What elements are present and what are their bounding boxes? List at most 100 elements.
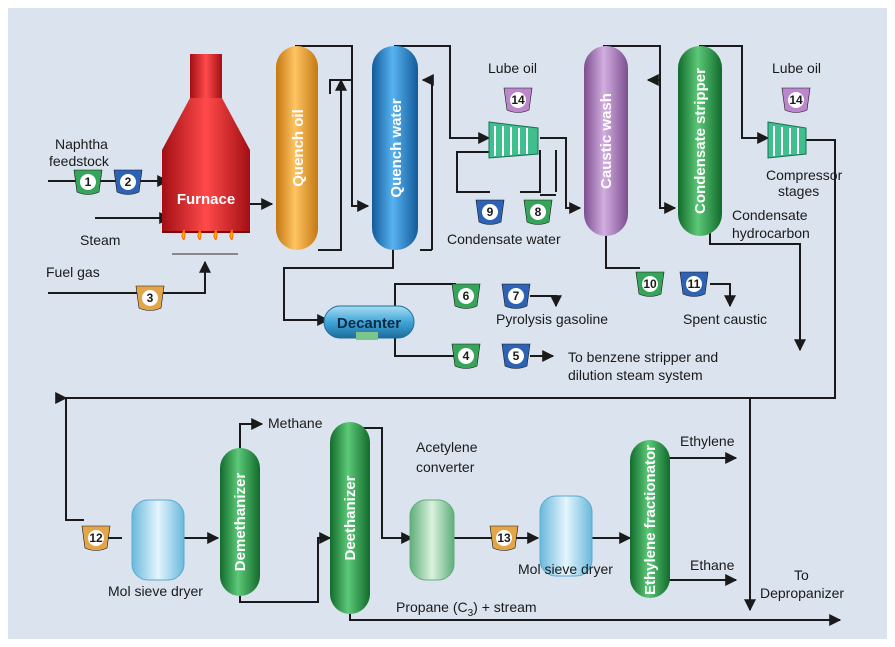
pump-number-badge bbox=[88, 530, 104, 546]
mol-sieve-dryer-2 bbox=[539, 495, 593, 577]
pump-number: 1 bbox=[85, 175, 92, 189]
pump-number: 7 bbox=[513, 289, 520, 303]
pyrolysis-gasoline-label: Pyrolysis gasoline bbox=[496, 311, 608, 327]
condensate-hydrocarbon-label-1: Condensate bbox=[732, 207, 808, 223]
pump-14: 14 bbox=[503, 87, 533, 113]
condensate-stripper-label: Condensate stripper bbox=[692, 68, 709, 214]
pump-7: 7 bbox=[501, 283, 531, 309]
deethanizer-column: Deethanizer bbox=[330, 422, 370, 614]
compressor-1 bbox=[488, 121, 539, 159]
quench-water-column: Quench water bbox=[372, 46, 418, 250]
decanter: Decanter bbox=[323, 305, 415, 340]
pump-number-badge bbox=[510, 92, 526, 108]
flow-lines bbox=[48, 45, 842, 626]
feedstock-label: feedstock bbox=[49, 153, 110, 169]
pump-number-badge bbox=[508, 288, 524, 304]
fuel-gas-label: Fuel gas bbox=[46, 264, 100, 280]
propane-tail: ) + stream bbox=[473, 599, 536, 615]
pump-15: 14 bbox=[781, 87, 811, 113]
quench-oil-label: Quench oil bbox=[290, 109, 307, 187]
decanter-label: Decanter bbox=[337, 315, 401, 332]
ethane-label: Ethane bbox=[690, 557, 735, 573]
propane-subscript: 3 bbox=[468, 608, 474, 619]
pump-6: 6 bbox=[451, 283, 481, 309]
depropanizer-label: Depropanizer bbox=[760, 585, 844, 601]
pump-number: 5 bbox=[513, 349, 520, 363]
pump-8: 8 bbox=[523, 199, 553, 225]
pump-number-badge bbox=[458, 288, 474, 304]
pump-9: 9 bbox=[475, 199, 505, 225]
demethanizer-column: Demethanizer bbox=[220, 448, 260, 596]
furnace-label: Furnace bbox=[177, 191, 235, 208]
demethanizer-label: Demethanizer bbox=[232, 473, 249, 572]
benzene-stripper-label-1: To benzene stripper and bbox=[568, 349, 718, 365]
mol-sieve-dryer-label-1: Mol sieve dryer bbox=[108, 583, 203, 599]
pump-number-badge bbox=[788, 92, 804, 108]
pump-number-badge bbox=[80, 174, 96, 190]
pump-number-badge bbox=[482, 204, 498, 220]
mol-sieve-dryer-1 bbox=[131, 499, 185, 581]
condensate-water-label: Condensate water bbox=[447, 231, 561, 247]
pump-number-badge bbox=[508, 348, 524, 364]
acetylene-converter bbox=[409, 499, 455, 581]
naphtha-label: Naphtha bbox=[55, 136, 108, 152]
pump-number: 13 bbox=[497, 531, 511, 545]
pump-number-badge bbox=[120, 174, 136, 190]
pump-1: 1 bbox=[73, 169, 103, 195]
methane-label: Methane bbox=[268, 415, 323, 431]
pump-number: 4 bbox=[463, 349, 470, 363]
furnace: Furnace bbox=[162, 54, 250, 255]
pump-10: 10 bbox=[635, 271, 665, 297]
condensate-hydrocarbon-label-2: hydrocarbon bbox=[732, 225, 810, 241]
ethylene-label: Ethylene bbox=[680, 433, 735, 449]
pump-2: 2 bbox=[113, 169, 143, 195]
pump-3: 3 bbox=[135, 285, 165, 311]
lube-oil-label-2: Lube oil bbox=[772, 60, 821, 76]
mol-sieve-dryer-label-2: Mol sieve dryer bbox=[518, 561, 613, 577]
pump-13: 13 bbox=[489, 525, 519, 551]
lube-oil-label-1: Lube oil bbox=[488, 60, 537, 76]
propane-stream-label: Propane (C3) + stream bbox=[396, 599, 537, 619]
pump-number-badge bbox=[686, 276, 702, 292]
pump-number: 14 bbox=[511, 93, 525, 107]
acetylene-converter-label-1: Acetylene bbox=[416, 439, 478, 455]
pump-number: 10 bbox=[643, 277, 657, 291]
ethylene-fractionator-column: Ethylene fractionator bbox=[630, 440, 670, 598]
pump-number: 3 bbox=[147, 291, 154, 305]
pump-number: 14 bbox=[789, 93, 803, 107]
deethanizer-label: Deethanizer bbox=[342, 475, 359, 560]
caustic-wash-label: Caustic wash bbox=[598, 93, 615, 189]
caustic-wash-column: Caustic wash bbox=[584, 46, 628, 236]
pump-4: 4 bbox=[451, 343, 481, 369]
pump-number: 2 bbox=[125, 175, 132, 189]
spent-caustic-label: Spent caustic bbox=[683, 311, 767, 327]
ethylene-fractionator-label: Ethylene fractionator bbox=[642, 445, 659, 595]
pump-number: 8 bbox=[535, 205, 542, 219]
acetylene-converter-label-2: converter bbox=[416, 459, 475, 475]
pump-number-badge bbox=[496, 530, 512, 546]
pump-number-badge bbox=[142, 290, 158, 306]
propane-label: Propane (C bbox=[396, 599, 468, 615]
condensate-stripper-column: Condensate stripper bbox=[678, 46, 722, 236]
compressor-2 bbox=[767, 121, 807, 159]
to-label: To bbox=[794, 567, 809, 583]
pump-number-badge bbox=[642, 276, 658, 292]
pump-number: 9 bbox=[487, 205, 494, 219]
compressor-stages-label-2: stages bbox=[778, 183, 819, 199]
quench-water-label: Quench water bbox=[388, 98, 405, 197]
pump-5: 5 bbox=[501, 343, 531, 369]
pump-number-badge bbox=[530, 204, 546, 220]
pump-number: 6 bbox=[463, 289, 470, 303]
steam-label: Steam bbox=[80, 232, 120, 248]
pump-12: 12 bbox=[81, 525, 111, 551]
benzene-stripper-label-2: dilution steam system bbox=[568, 367, 703, 383]
pump-number-badge bbox=[458, 348, 474, 364]
pump-11: 11 bbox=[679, 271, 709, 297]
compressor-stages-label-1: Compressor bbox=[766, 167, 843, 183]
pump-number: 11 bbox=[688, 277, 701, 291]
quench-oil-column: Quench oil bbox=[276, 46, 318, 250]
pump-number: 12 bbox=[89, 531, 103, 545]
